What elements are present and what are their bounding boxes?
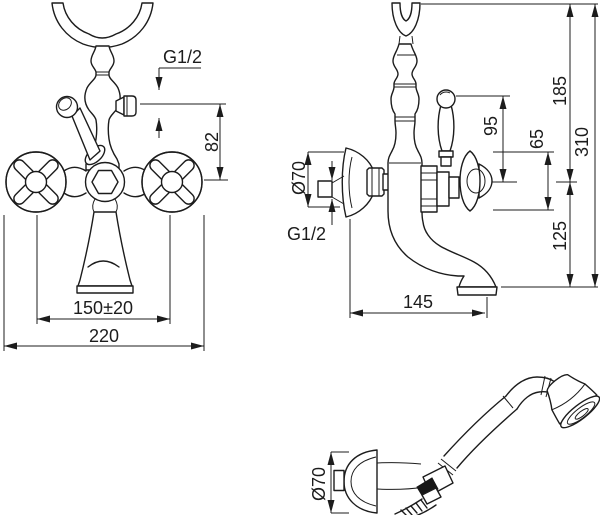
front-view: G1/2 82 150±20 220 bbox=[3, 2, 228, 351]
dim-label-lever-height: 95 bbox=[481, 116, 501, 136]
spout-front bbox=[76, 198, 134, 294]
dim-label-centres: 150±20 bbox=[73, 298, 133, 318]
dim-label-overall-width: 220 bbox=[89, 326, 119, 346]
dim-label-front-thread: G1/2 bbox=[163, 47, 202, 67]
shower-bracket bbox=[333, 449, 426, 514]
valve-cartridge-side bbox=[420, 165, 460, 213]
handshower-dimensions: Ø70 bbox=[309, 451, 349, 514]
dim-label-outlet-drop: 82 bbox=[202, 132, 222, 152]
cross-handle-left bbox=[5, 151, 67, 213]
centre-boss-front bbox=[84, 161, 126, 203]
handshower-handle bbox=[394, 395, 518, 515]
dim-label-spout-reach: 145 bbox=[403, 292, 433, 312]
body-front bbox=[63, 166, 147, 198]
wall-flange-side bbox=[317, 147, 390, 218]
dim-label-overall-height: 310 bbox=[572, 127, 592, 157]
handshower-view: Ø70 bbox=[309, 374, 600, 515]
front-dimensions: G1/2 82 150±20 220 bbox=[3, 47, 228, 351]
dim-label-axis-to-spout: 125 bbox=[550, 221, 570, 251]
shower-head bbox=[546, 374, 600, 429]
dim-label-top-to-axis: 185 bbox=[550, 76, 570, 106]
handshower-cradle-side bbox=[391, 2, 421, 45]
side-view: 185 310 95 65 125 Ø70 G1/2 145 bbox=[287, 2, 599, 318]
riser-and-spout-side bbox=[387, 43, 498, 296]
side-dimensions: 185 310 95 65 125 Ø70 G1/2 145 bbox=[287, 3, 599, 318]
dim-label-flange-dia: Ø70 bbox=[289, 161, 309, 195]
diverter-lever-side bbox=[436, 89, 456, 167]
handshower-cradle-front bbox=[51, 2, 154, 49]
dim-label-handle-span: 65 bbox=[527, 129, 547, 149]
dim-label-bracket-dia: Ø70 bbox=[309, 467, 329, 501]
cross-handle-right bbox=[141, 151, 203, 213]
hose-outlet-front bbox=[115, 95, 137, 117]
dim-label-side-thread: G1/2 bbox=[287, 224, 326, 244]
cross-handle-side bbox=[459, 150, 493, 212]
diverter-lever-front bbox=[55, 95, 106, 166]
